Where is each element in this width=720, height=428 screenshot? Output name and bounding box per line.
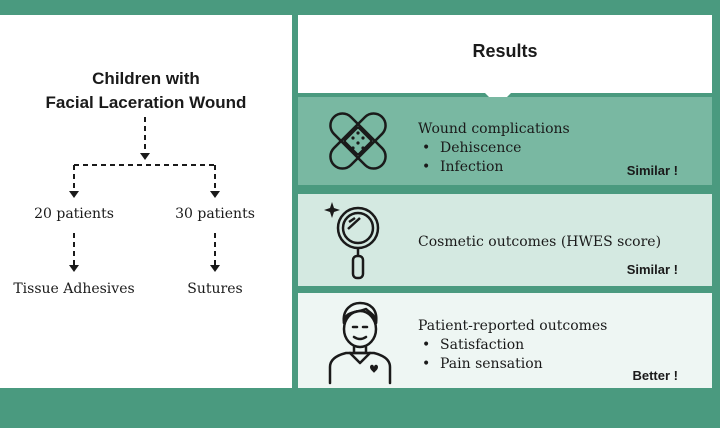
list-item: Infection xyxy=(418,158,570,177)
group-b-count: 30 patients xyxy=(175,206,255,222)
list-item: Pain sensation xyxy=(418,355,607,374)
wound-complications-card: Wound complications Dehiscence Infection… xyxy=(298,97,712,185)
patient-reported-outcomes-heading: Patient-reported outcomes xyxy=(418,318,608,334)
bandage-icon xyxy=(329,112,387,170)
flow-arrows xyxy=(69,117,220,272)
cosmetic-outcomes-heading: Cosmetic outcomes (HWES score) xyxy=(418,234,662,250)
mirror-icon xyxy=(324,202,380,280)
patient-reported-outcomes-card: Patient-reported outcomes Satisfaction P… xyxy=(298,293,712,388)
group-a-count: 20 patients xyxy=(34,206,114,222)
results-header: Results xyxy=(298,15,712,93)
bottom-bar xyxy=(0,392,720,428)
wound-complications-heading: Wound complications xyxy=(418,121,570,137)
patient-reported-outcomes-verdict: Better ! xyxy=(632,368,678,383)
group-b-treatment: Sutures xyxy=(187,281,243,297)
study-population-panel: Children with Facial Laceration Wound 20… xyxy=(0,15,292,388)
arrowhead-icon xyxy=(69,265,79,272)
heart-icon xyxy=(370,364,378,373)
population-title-line2: Facial Laceration Wound xyxy=(45,93,247,112)
cosmetic-outcomes-card: Cosmetic outcomes (HWES score) Similar ! xyxy=(298,194,712,286)
wound-complications-list: Dehiscence Infection xyxy=(418,139,570,177)
patient-reported-outcomes-text: Patient-reported outcomes Satisfaction P… xyxy=(418,317,607,374)
arrowhead-icon xyxy=(140,153,150,160)
group-a-treatment: Tissue Adhesives xyxy=(13,281,135,297)
arrowhead-icon xyxy=(69,191,79,198)
wound-complications-verdict: Similar ! xyxy=(626,163,678,178)
sparkle-icon xyxy=(324,202,340,218)
list-item: Satisfaction xyxy=(418,336,607,355)
list-item: Dehiscence xyxy=(418,139,570,158)
cosmetic-outcomes-verdict: Similar ! xyxy=(626,262,678,277)
arrowhead-icon xyxy=(210,265,220,272)
population-title-line1: Children with xyxy=(92,69,200,88)
results-title: Results xyxy=(472,41,538,61)
wound-complications-text: Wound complications Dehiscence Infection xyxy=(418,120,570,177)
arrowhead-icon xyxy=(210,191,220,198)
patient-icon xyxy=(328,301,392,385)
patient-reported-outcomes-list: Satisfaction Pain sensation xyxy=(418,336,607,374)
